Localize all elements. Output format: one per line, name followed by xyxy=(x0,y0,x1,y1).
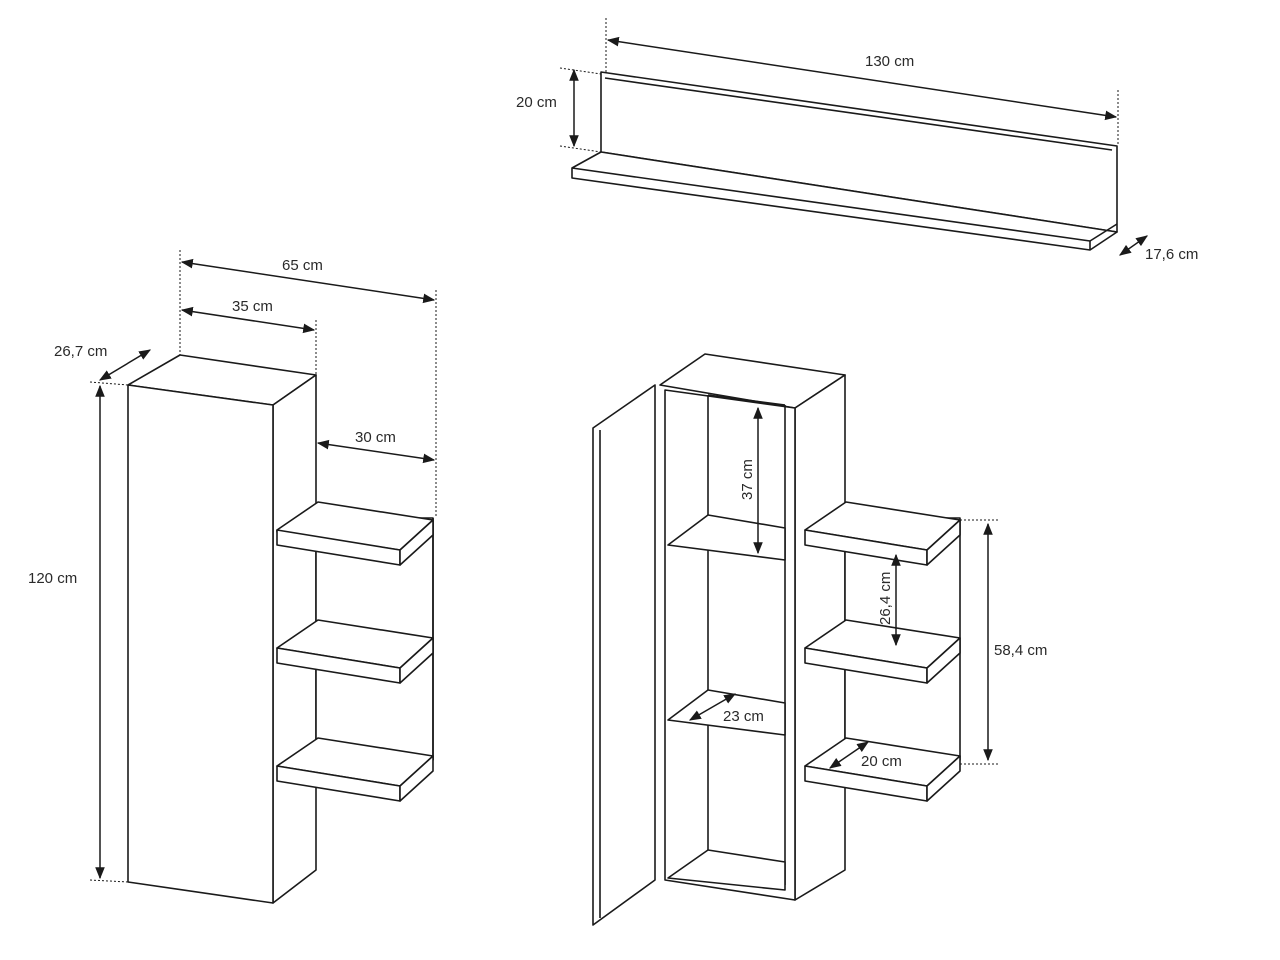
side-shelves xyxy=(276,501,434,802)
wall-shelf-drawing: 130 cm 20 cm 17,6 cm xyxy=(516,18,1198,263)
wall-shelf-depth-label: 17,6 cm xyxy=(1145,246,1198,263)
compartment-height-label: 37 cm xyxy=(739,459,756,500)
closed-cabinet-drawing: 65 cm 35 cm 26,7 cm 30 cm 120 cm xyxy=(28,250,437,904)
open-side-shelves xyxy=(804,501,961,802)
shelf-spacing-label: 26,4 cm xyxy=(877,572,894,625)
shelf-block-height-label: 58,4 cm xyxy=(994,642,1047,659)
height-label: 120 cm xyxy=(28,570,77,587)
wall-shelf-height-label: 20 cm xyxy=(516,94,557,111)
shelf-width-label: 30 cm xyxy=(355,429,396,446)
depth-label: 26,7 cm xyxy=(54,343,107,360)
body-width-label: 35 cm xyxy=(232,298,273,315)
inner-depth-label: 23 cm xyxy=(723,708,764,725)
shelf-depth-label: 20 cm xyxy=(861,753,902,770)
total-width-label: 65 cm xyxy=(282,257,323,274)
open-cabinet-drawing: 37 cm 26,4 cm 58,4 cm 23 cm 20 cm xyxy=(592,353,1047,926)
wall-shelf-width-label: 130 cm xyxy=(865,53,914,70)
open-door xyxy=(592,384,656,926)
